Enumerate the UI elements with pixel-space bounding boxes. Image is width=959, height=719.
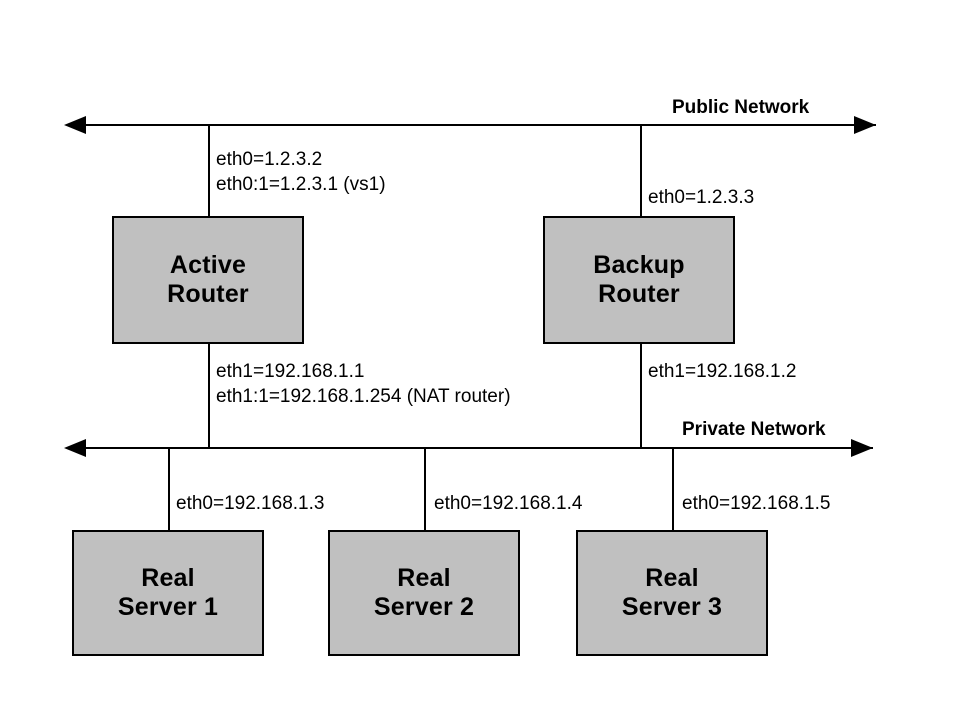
active-public-eth0: eth0=1.2.3.2 (216, 149, 323, 170)
real-server-3-interface: eth0=192.168.1.5 (682, 493, 831, 514)
real-server-2-connector (424, 447, 426, 532)
public-bus-left-arrowhead (64, 116, 86, 134)
real-server-1-interface: eth0=192.168.1.3 (176, 493, 325, 514)
public-network-label: Public Network (672, 97, 810, 118)
node-real-server-3[interactable]: Real Server 3 (576, 530, 768, 656)
node-real-server-1[interactable]: Real Server 1 (72, 530, 264, 656)
real-server-2-line2: Server 2 (373, 593, 475, 621)
active-public-eth0-alias: eth0:1=1.2.3.1 (vs1) (216, 174, 386, 196)
active-router-private-connector (208, 344, 210, 449)
node-active-router[interactable]: Active Router (112, 216, 304, 344)
active-private-eth1: eth1=192.168.1.1 (216, 361, 365, 382)
public-bus-right-arrowhead (854, 116, 876, 134)
active-router-line2: Router (167, 280, 249, 308)
node-backup-router[interactable]: Backup Router (543, 216, 735, 344)
real-server-3-line2: Server 3 (621, 593, 723, 621)
real-server-3-connector (672, 447, 674, 532)
backup-router-line1: Backup (593, 250, 685, 279)
active-router-public-connector (208, 124, 210, 218)
private-bus-left-arrowhead (64, 439, 86, 457)
real-server-2-interface: eth0=192.168.1.4 (434, 493, 583, 514)
active-private-eth1-alias: eth1:1=192.168.1.254 (NAT router) (216, 386, 511, 408)
backup-router-private-interface: eth1=192.168.1.2 (648, 361, 797, 382)
real-server-1-connector (168, 447, 170, 532)
real-server-2-line1: Real (397, 563, 451, 592)
backup-router-public-interface: eth0=1.2.3.3 (648, 187, 755, 208)
backup-router-public-connector (640, 124, 642, 218)
real-server-1-line2: Server 1 (117, 593, 219, 621)
active-router-public-interfaces: eth0=1.2.3.2 eth0:1=1.2.3.1 (vs1) (216, 147, 386, 197)
public-network-bus-line (84, 124, 876, 126)
backup-router-private-connector (640, 344, 642, 449)
real-server-1-line1: Real (141, 563, 195, 592)
backup-router-line2: Router (598, 280, 680, 308)
active-router-line1: Active (169, 250, 247, 279)
node-real-server-2[interactable]: Real Server 2 (328, 530, 520, 656)
private-network-bus-line (84, 447, 873, 449)
private-bus-right-arrowhead (851, 439, 873, 457)
active-router-private-interfaces: eth1=192.168.1.1 eth1:1=192.168.1.254 (N… (216, 359, 511, 409)
private-network-label: Private Network (682, 419, 826, 440)
real-server-3-line1: Real (645, 563, 699, 592)
